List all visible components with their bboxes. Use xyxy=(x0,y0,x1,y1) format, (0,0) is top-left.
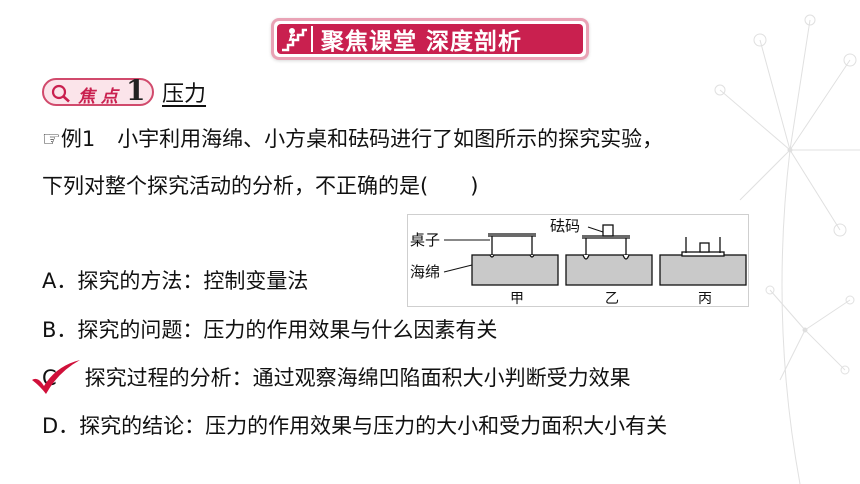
topic-title: 压力 xyxy=(162,82,207,107)
focus-label: 焦 点 xyxy=(78,87,118,107)
panel-jia xyxy=(471,233,559,286)
focus-tag: 焦 点 xyxy=(42,78,154,107)
panel-label-yi: 乙 xyxy=(605,291,619,307)
stairs-person-icon xyxy=(277,24,311,54)
label-table: 桌子 xyxy=(410,231,440,249)
panel-label-jia: 甲 xyxy=(510,291,524,307)
experiment-diagram: 桌子 海绵 砝码 甲 乙 xyxy=(410,217,747,307)
panel-bing xyxy=(659,237,747,286)
focus-number: 1 xyxy=(126,74,146,107)
panel-yi xyxy=(565,224,653,286)
banner-inner: 聚焦课堂 深度剖析 xyxy=(277,24,583,55)
question-line-1: ☞例1 小宇利用海绵、小方桌和砝码进行了如图所示的探究实验， xyxy=(42,123,663,153)
label-sponge: 海绵 xyxy=(410,263,440,281)
question-text-1: 小宇利用海绵、小方桌和砝码进行了如图所示的探究实验， xyxy=(117,127,664,151)
panel-label-bing: 丙 xyxy=(698,291,712,307)
experiment-figure: 桌子 海绵 砝码 甲 乙 xyxy=(407,214,749,307)
question-prefix: ☞例1 xyxy=(42,127,96,151)
option-c-text: 探究过程的分析：通过观察海绵凹陷面积大小判断受力效果 xyxy=(84,366,631,390)
question-line-2: 下列对整个探究活动的分析，不正确的是( ) xyxy=(42,174,479,198)
magnifier-icon xyxy=(50,83,72,107)
section-banner: 聚焦课堂 深度剖析 xyxy=(271,18,589,60)
check-mark-icon xyxy=(28,358,84,402)
option-a: A．探究的方法：控制变量法 xyxy=(42,269,309,293)
banner-separator xyxy=(311,26,313,52)
label-weight: 砝码 xyxy=(550,217,580,235)
banner-title: 聚焦课堂 深度剖析 xyxy=(321,29,523,55)
option-b: B．探究的问题：压力的作用效果与什么因素有关 xyxy=(42,318,498,342)
option-d: D．探究的结论：压力的作用效果与压力的大小和受力面积大小有关 xyxy=(42,414,668,438)
